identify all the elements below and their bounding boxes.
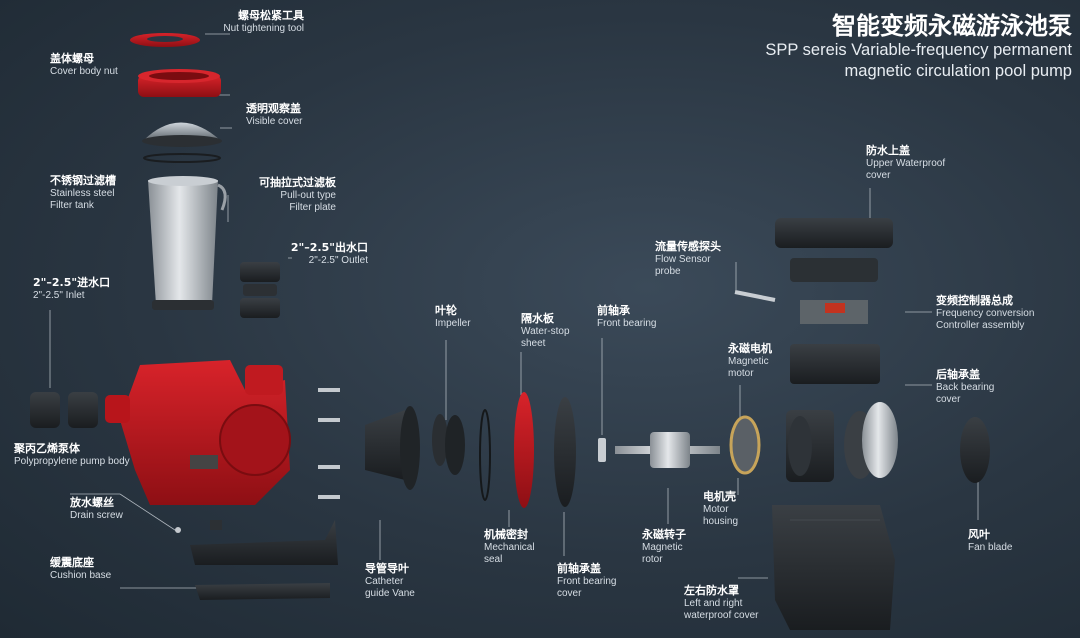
fan-blade-shape <box>960 417 990 483</box>
upper-waterproof-cover-shape <box>775 218 893 282</box>
motor-housing-shape <box>786 410 834 482</box>
front-bearing-shape <box>598 438 606 462</box>
front-bearing-cover-shape <box>554 397 576 507</box>
magnetic-rotor-shape <box>615 432 720 468</box>
mechanical-seal-shape <box>479 409 491 501</box>
side-waterproof-cover-shape <box>772 505 895 630</box>
outlet-fitting-shape <box>240 262 280 318</box>
cushion-base-shape <box>190 520 338 600</box>
water-stop-sheet-shape <box>514 392 534 508</box>
nut-tightening-tool-shape <box>130 33 200 47</box>
flow-sensor-shape <box>734 290 776 302</box>
inlet-fitting-shape <box>30 392 98 428</box>
impeller-shape <box>432 414 465 475</box>
cover-nut-shape <box>138 69 221 97</box>
back-bearing-cover-shape <box>844 402 898 479</box>
drain-screw-shape <box>175 527 181 533</box>
visible-cover-shape <box>142 122 222 163</box>
leader-lines <box>49 33 979 589</box>
title-chinese: 智能变频永磁游泳池泵 <box>832 12 1072 40</box>
bolts-shape <box>318 388 340 499</box>
guide-vane-shape <box>365 406 420 490</box>
controller-shape <box>790 300 880 384</box>
title-english: SPP sereis Variable-frequency permanent … <box>765 41 1072 81</box>
filter-tank-shape <box>148 176 227 310</box>
pump-body-shape <box>105 360 291 505</box>
magnetic-motor-shape <box>729 415 761 475</box>
